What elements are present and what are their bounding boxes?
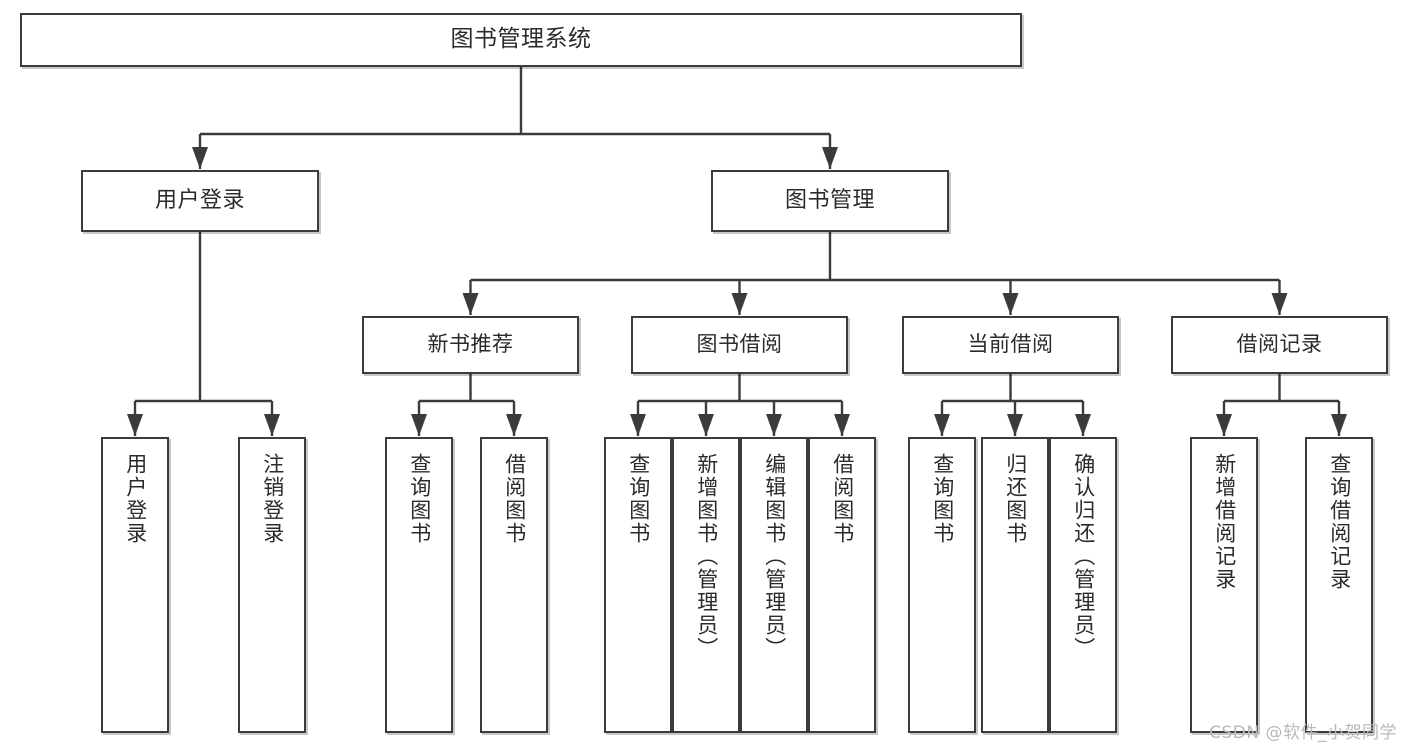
node-label: 查询图书 <box>407 453 432 545</box>
node-label: 借阅图书 <box>830 453 855 545</box>
arrowhead-user-login <box>192 147 208 169</box>
node-label: 借阅记录 <box>1236 332 1323 357</box>
arrowhead-leaf-user-logout <box>264 414 280 436</box>
node-leaf-borrow-query-book[interactable]: 查询图书 <box>604 437 672 733</box>
node-label: 新增借阅记录 <box>1212 453 1237 591</box>
arrowhead-leaf-rec-query-record <box>1331 414 1347 436</box>
arrowhead-leaf-cur-return-book <box>1007 414 1023 436</box>
node-label: 注销登录 <box>260 453 285 545</box>
node-current-borrow[interactable]: 当前借阅 <box>902 316 1119 374</box>
node-leaf-cur-confirm-return[interactable]: 确认归还（管理员） <box>1049 437 1117 733</box>
node-book-borrow[interactable]: 图书借阅 <box>631 316 848 374</box>
node-label: 用户登录 <box>154 187 245 213</box>
node-leaf-rec-query-book[interactable]: 查询图书 <box>385 437 453 733</box>
node-leaf-user-logout[interactable]: 注销登录 <box>238 437 306 733</box>
node-leaf-borrow-edit-book[interactable]: 编辑图书（管理员） <box>740 437 808 733</box>
node-leaf-cur-return-book[interactable]: 归还图书 <box>981 437 1049 733</box>
arrowhead-leaf-borrow-borrow-book <box>834 414 850 436</box>
arrowhead-current-borrow <box>1002 293 1019 315</box>
arrowhead-leaf-user-login <box>127 414 143 436</box>
node-user-login[interactable]: 用户登录 <box>81 170 319 232</box>
node-leaf-rec-add-record[interactable]: 新增借阅记录 <box>1190 437 1258 733</box>
node-label: 查询借阅记录 <box>1327 453 1352 591</box>
arrowhead-leaf-cur-confirm-return <box>1075 414 1091 436</box>
node-label: 编辑图书（管理员） <box>762 453 787 660</box>
node-label: 图书管理系统 <box>450 26 592 53</box>
arrowhead-book-borrow <box>731 293 748 315</box>
node-label: 当前借阅 <box>967 332 1054 357</box>
node-label: 图书管理 <box>784 187 875 213</box>
node-borrow-record[interactable]: 借阅记录 <box>1171 316 1388 374</box>
node-label: 新书推荐 <box>427 332 514 357</box>
arrowhead-leaf-borrow-query-book <box>630 414 646 436</box>
node-leaf-cur-query-book[interactable]: 查询图书 <box>908 437 976 733</box>
watermark-text: CSDN @软件_小贺同学 <box>1209 723 1397 743</box>
node-label: 查询图书 <box>626 453 651 545</box>
node-root[interactable]: 图书管理系统 <box>20 13 1022 67</box>
arrowhead-leaf-rec-borrow-book <box>506 414 522 436</box>
node-leaf-user-login[interactable]: 用户登录 <box>101 437 169 733</box>
arrowhead-leaf-rec-query-book <box>411 414 427 436</box>
arrowhead-leaf-borrow-edit-book <box>766 414 782 436</box>
arrowhead-leaf-rec-add-record <box>1216 414 1232 436</box>
arrowhead-leaf-cur-query-book <box>934 414 950 436</box>
node-new-book-rec[interactable]: 新书推荐 <box>362 316 579 374</box>
arrowhead-borrow-record <box>1271 293 1288 315</box>
node-label: 借阅图书 <box>502 453 527 545</box>
node-book-manage[interactable]: 图书管理 <box>711 170 949 232</box>
node-label: 图书借阅 <box>696 332 783 357</box>
node-label: 新增图书（管理员） <box>694 453 719 660</box>
node-label: 归还图书 <box>1003 453 1028 545</box>
node-leaf-rec-query-record[interactable]: 查询借阅记录 <box>1305 437 1373 733</box>
node-leaf-borrow-add-book[interactable]: 新增图书（管理员） <box>672 437 740 733</box>
node-label: 查询图书 <box>930 453 955 545</box>
node-label: 用户登录 <box>123 453 148 545</box>
node-label: 确认归还（管理员） <box>1071 453 1096 660</box>
node-leaf-rec-borrow-book[interactable]: 借阅图书 <box>480 437 548 733</box>
arrowhead-leaf-borrow-add-book <box>698 414 714 436</box>
node-leaf-borrow-borrow-book[interactable]: 借阅图书 <box>808 437 876 733</box>
arrowhead-book-manage <box>822 147 838 169</box>
arrowhead-new-book-rec <box>462 293 479 315</box>
